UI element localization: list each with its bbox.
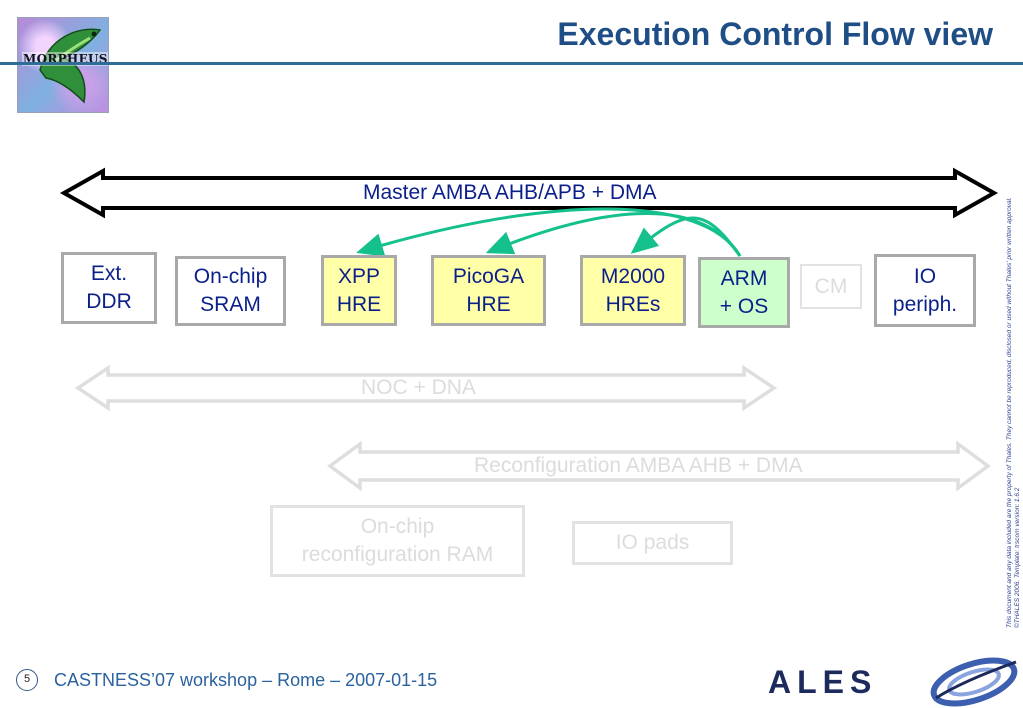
- footer-text: CASTNESS’07 workshop – Rome – 2007-01-15: [54, 670, 438, 690]
- disclaimer-line-1: This document and any data included are …: [1006, 197, 1013, 628]
- thales-swirl-icon: [930, 657, 1018, 707]
- lizard-icon: [39, 28, 102, 104]
- flow-arrow-m2000-hres: [630, 216, 742, 257]
- picoga-hre-block: PicoGA HRE: [431, 255, 546, 326]
- brand-logo-text: ALES: [768, 664, 878, 700]
- io-pads-block: IO pads: [572, 521, 733, 565]
- ext-ddr-block: Ext. DDR: [61, 252, 157, 324]
- io-periph-block: IO periph.: [874, 254, 976, 327]
- m2000-hres-block: M2000 HREs: [580, 255, 686, 326]
- reconfig-bus-label: Reconfiguration AMBA AHB + DMA: [474, 454, 803, 477]
- onchip-reconfig-ram-block: On-chip reconfiguration RAM: [270, 505, 525, 577]
- cm-block: CM: [800, 264, 862, 309]
- master-bus-label: Master AMBA AHB/APB + DMA: [363, 181, 657, 204]
- xpp-hre-block: XPP HRE: [321, 255, 397, 326]
- arm-os-block: ARM + OS: [698, 257, 790, 328]
- noc-bus-label: NOC + DNA: [361, 376, 476, 399]
- page-title: Execution Control Flow view: [557, 16, 993, 52]
- disclaimer-line-2: ©THALES 2006. Template: trscom version: …: [1014, 487, 1021, 628]
- master-bus-arrow: [59, 167, 999, 219]
- reconfig-bus-arrow: [327, 440, 991, 492]
- title-divider: [0, 62, 1023, 65]
- onchip-sram-block: On-chip SRAM: [175, 256, 286, 326]
- noc-bus-arrow: [74, 364, 778, 412]
- disclaimer: This document and any data included are …: [1006, 197, 1022, 628]
- page-number: 5: [16, 669, 38, 691]
- control-flow-arrows: [356, 207, 742, 257]
